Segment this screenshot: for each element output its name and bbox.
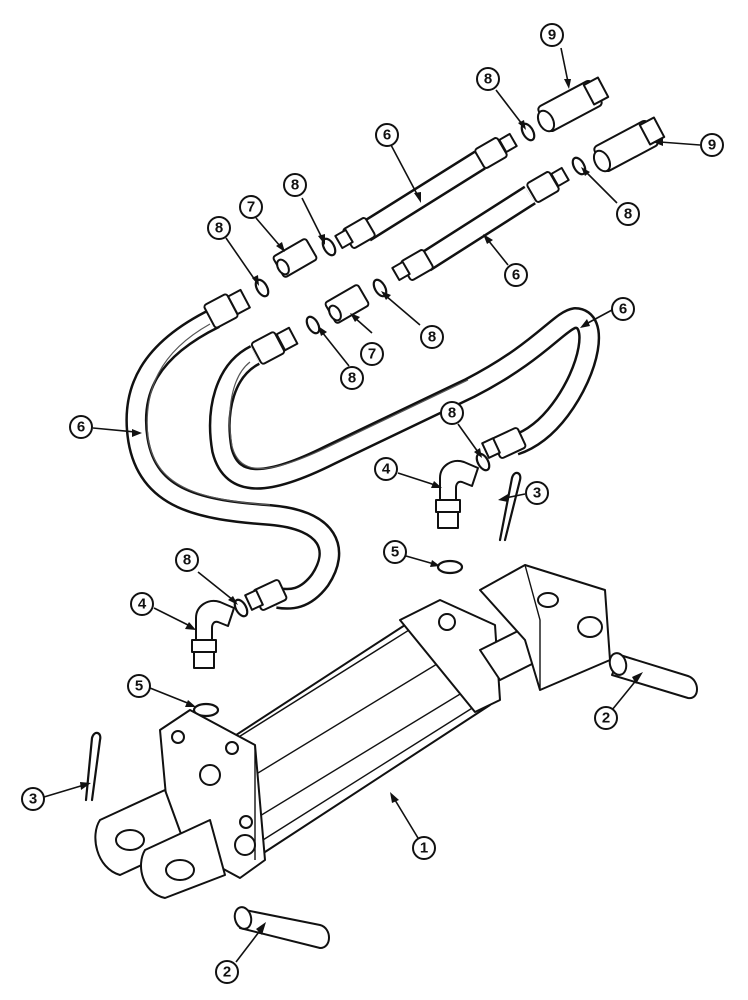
callout-circle [504,263,528,287]
cotter-pins [84,471,522,802]
callout-number: 6 [619,301,627,318]
callout-8-e: 8 [476,67,500,91]
seal-washers [192,559,464,718]
callout-circle [127,674,151,698]
callout-circle [69,415,93,439]
callout-6-right: 6 [611,297,635,321]
callouts: 1 2 2 3 3 4 4 5 5 6 6 6 6 7 7 8 8 8 8 8 … [21,23,724,984]
callout-circle [130,592,154,616]
callout-circle [207,216,231,240]
callout-number: 9 [708,137,716,154]
callout-3-right: 3 [525,481,549,505]
callout-number: 8 [183,552,191,569]
hose-fittings [203,132,570,611]
quick-coupler-upper [536,76,610,133]
callout-6-top: 6 [375,123,399,147]
callout-circle [175,548,199,572]
callout-5-lower: 5 [127,674,151,698]
callout-8-f: 8 [616,202,640,226]
callout-8-a: 8 [207,216,231,240]
callout-7-upper: 7 [239,195,263,219]
callout-circle [239,195,263,219]
callout-circle [340,366,364,390]
callout-circle [412,836,436,860]
hose-straight-lower [419,185,536,272]
callout-number: 9 [548,27,556,44]
callout-number: 5 [391,544,399,561]
callout-number: 8 [291,177,299,194]
pin-upper-right [608,652,698,700]
callout-5-upper: 5 [383,540,407,564]
callout-1: 1 [412,836,436,860]
callout-number: 7 [368,346,376,363]
callout-number: 6 [512,267,520,284]
callout-7-lower: 7 [360,342,384,366]
callout-8-d: 8 [420,325,444,349]
callout-number: 6 [383,127,391,144]
callout-4-lower: 4 [130,592,154,616]
elbow-fitting-lower [191,600,235,669]
quick-coupler-lower [592,116,666,173]
callout-9-right: 9 [700,133,724,157]
callout-circle [616,202,640,226]
callout-circle [700,133,724,157]
callout-number: 8 [624,206,632,223]
callout-circle [476,67,500,91]
callout-number: 3 [29,791,37,808]
callout-number: 8 [448,405,456,422]
callout-circle [215,960,239,984]
callout-circle [594,706,618,730]
callout-8-h: 8 [175,548,199,572]
pin-lower [233,906,330,949]
callout-circle [611,297,635,321]
callout-circle [383,540,407,564]
callout-circle [540,23,564,47]
callout-circle [420,325,444,349]
callout-circle [360,342,384,366]
callout-number: 2 [223,964,231,981]
callout-number: 5 [135,678,143,695]
callout-2-right: 2 [594,706,618,730]
callout-number: 4 [138,596,147,613]
hose-long-u [208,307,601,490]
callout-circle [21,787,45,811]
callout-8-g: 8 [440,401,464,425]
callout-number: 8 [428,329,436,346]
coupler-upper [272,238,318,278]
callout-number: 1 [420,840,428,857]
callout-2-bottom: 2 [215,960,239,984]
callout-number: 8 [215,220,223,237]
callout-9-upper: 9 [540,23,564,47]
callout-8-b: 8 [283,173,307,197]
callout-3-left: 3 [21,787,45,811]
hose-straight-upper [359,150,486,242]
callout-number: 8 [348,370,356,387]
callout-6-mid: 6 [504,263,528,287]
leader-lines [43,47,701,963]
callout-number: 2 [602,710,610,727]
callout-circle [283,173,307,197]
callout-number: 6 [77,419,85,436]
callout-circle [525,481,549,505]
callout-number: 3 [533,485,541,502]
elbow-fitting-upper [435,460,479,529]
hose-long-s [125,308,341,610]
callout-circle [374,457,398,481]
callout-circle [375,123,399,147]
coupler-lower [324,284,370,324]
callout-6-left: 6 [69,415,93,439]
callout-4-upper: 4 [374,457,398,481]
callout-number: 7 [247,199,255,216]
callout-number: 8 [484,71,492,88]
hydraulic-cylinder [94,564,611,899]
callout-8-c: 8 [340,366,364,390]
callout-circle [440,401,464,425]
callout-number: 4 [382,461,391,478]
